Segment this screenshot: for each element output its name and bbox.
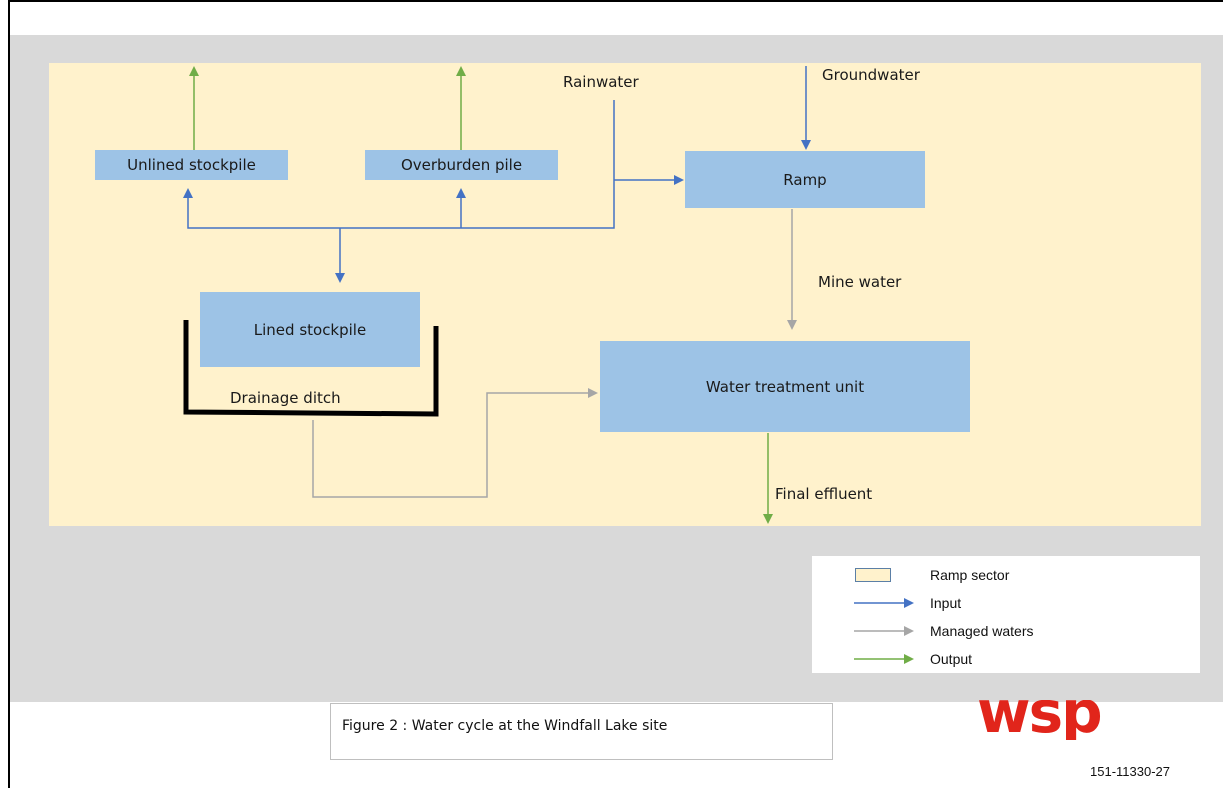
ramp-sector-swatch xyxy=(855,568,891,582)
lined-stockpile-box: Lined stockpile xyxy=(200,292,420,367)
mine-water-label: Mine water xyxy=(818,273,902,291)
water-treatment-unit-box: Water treatment unit xyxy=(600,341,970,432)
water-treatment-unit-label: Water treatment unit xyxy=(705,377,865,396)
unlined-stockpile-box: Unlined stockpile xyxy=(95,150,288,180)
lined-stockpile-label: Lined stockpile xyxy=(253,320,367,339)
ramp-label: Ramp xyxy=(783,170,827,189)
legend-label-ramp-sector: Ramp sector xyxy=(930,567,1010,583)
wsp-logo: wsp xyxy=(975,700,1103,740)
rainwater-label: Rainwater xyxy=(563,73,639,91)
drainage-ditch-label: Drainage ditch xyxy=(230,389,341,407)
overburden-pile-box: Overburden pile xyxy=(365,150,558,180)
frame-top-border xyxy=(8,0,1223,2)
groundwater-label: Groundwater xyxy=(822,66,920,84)
rainwater-line xyxy=(183,100,615,229)
legend-item-output: Output xyxy=(812,648,1200,670)
legend: Ramp sector Input Managed waters Output xyxy=(812,556,1200,673)
input-arrow-icon xyxy=(854,598,914,608)
legend-label-input: Input xyxy=(930,595,962,611)
svg-text:wsp: wsp xyxy=(977,700,1101,740)
legend-label-output: Output xyxy=(930,651,973,667)
overburden-pile-label: Overburden pile xyxy=(400,156,523,174)
legend-item-input: Input xyxy=(812,592,1200,614)
figure-caption-box: Figure 2 : Water cycle at the Windfall L… xyxy=(330,703,833,760)
ramp-box: Ramp xyxy=(685,151,925,208)
figure-caption: Figure 2 : Water cycle at the Windfall L… xyxy=(342,718,668,734)
legend-item-ramp-sector: Ramp sector xyxy=(812,564,1200,586)
legend-item-managed-waters: Managed waters xyxy=(812,620,1200,642)
frame-left-border xyxy=(8,0,10,788)
managed-arrow-icon xyxy=(854,626,914,636)
reference-code: 151-11330-27 xyxy=(1090,764,1170,779)
drainage-flow-arrow xyxy=(312,388,598,498)
unlined-stockpile-label: Unlined stockpile xyxy=(127,156,256,174)
final-effluent-label: Final effluent xyxy=(775,485,873,503)
legend-label-managed-waters: Managed waters xyxy=(930,623,1034,639)
output-arrow-icon xyxy=(854,654,914,664)
drainage-ditch-shape xyxy=(183,320,439,417)
